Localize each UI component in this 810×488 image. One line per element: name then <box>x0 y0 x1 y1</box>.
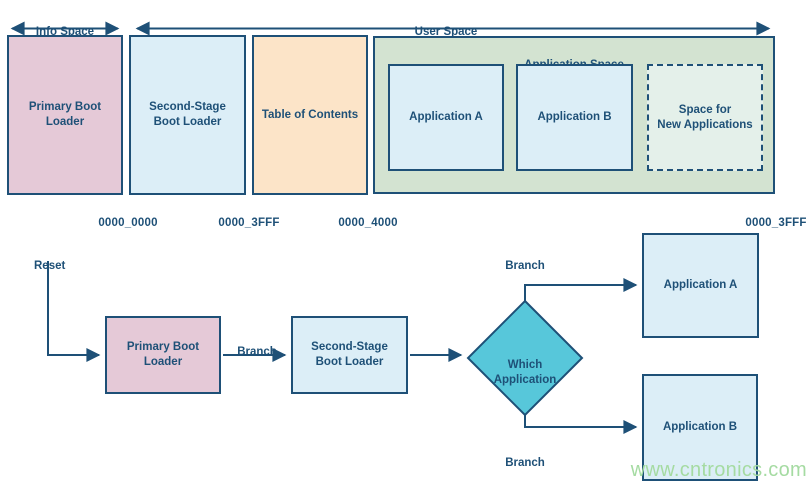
branch-label-1: Branch <box>237 346 277 359</box>
memory-block-application-b: Application B <box>516 64 633 171</box>
flow-node-second-stage-boot-loader: Second-Stage Boot Loader <box>291 316 408 394</box>
flow-node-primary-boot-loader: Primary Boot Loader <box>105 316 221 394</box>
watermark-text: www.cntronics.com <box>630 459 807 481</box>
memory-block-table-of-contents: Table of Contents <box>252 35 368 195</box>
flow-node-application-a: Application A <box>642 233 759 338</box>
address-label-0000-3fff-end: 0000_3FFF <box>745 217 807 230</box>
branch-label-3: Branch <box>505 457 545 470</box>
decision-label: Which Application <box>493 358 557 386</box>
memory-block-application-a: Application A <box>388 64 504 171</box>
memory-block-second-stage-boot-loader: Second-Stage Boot Loader <box>129 35 246 195</box>
memory-block-primary-boot-loader: Primary Boot Loader <box>7 35 123 195</box>
user-space-label: User Space <box>414 26 478 39</box>
decision-diamond <box>466 299 584 417</box>
address-label-0000-4000: 0000_4000 <box>338 217 398 230</box>
branch-connector-app-b <box>524 415 638 434</box>
reset-connector <box>47 261 101 362</box>
address-label-0000-0000: 0000_0000 <box>98 217 158 230</box>
flow-node-application-b: Application B <box>642 374 758 481</box>
branch-label-2: Branch <box>505 260 545 273</box>
address-label-0000-3fff: 0000_3FFF <box>218 217 280 230</box>
branch-connector-app-a <box>524 278 638 301</box>
reset-label: Reset <box>34 260 66 273</box>
memory-block-space-for-new-applications: Space for New Applications <box>647 64 763 171</box>
